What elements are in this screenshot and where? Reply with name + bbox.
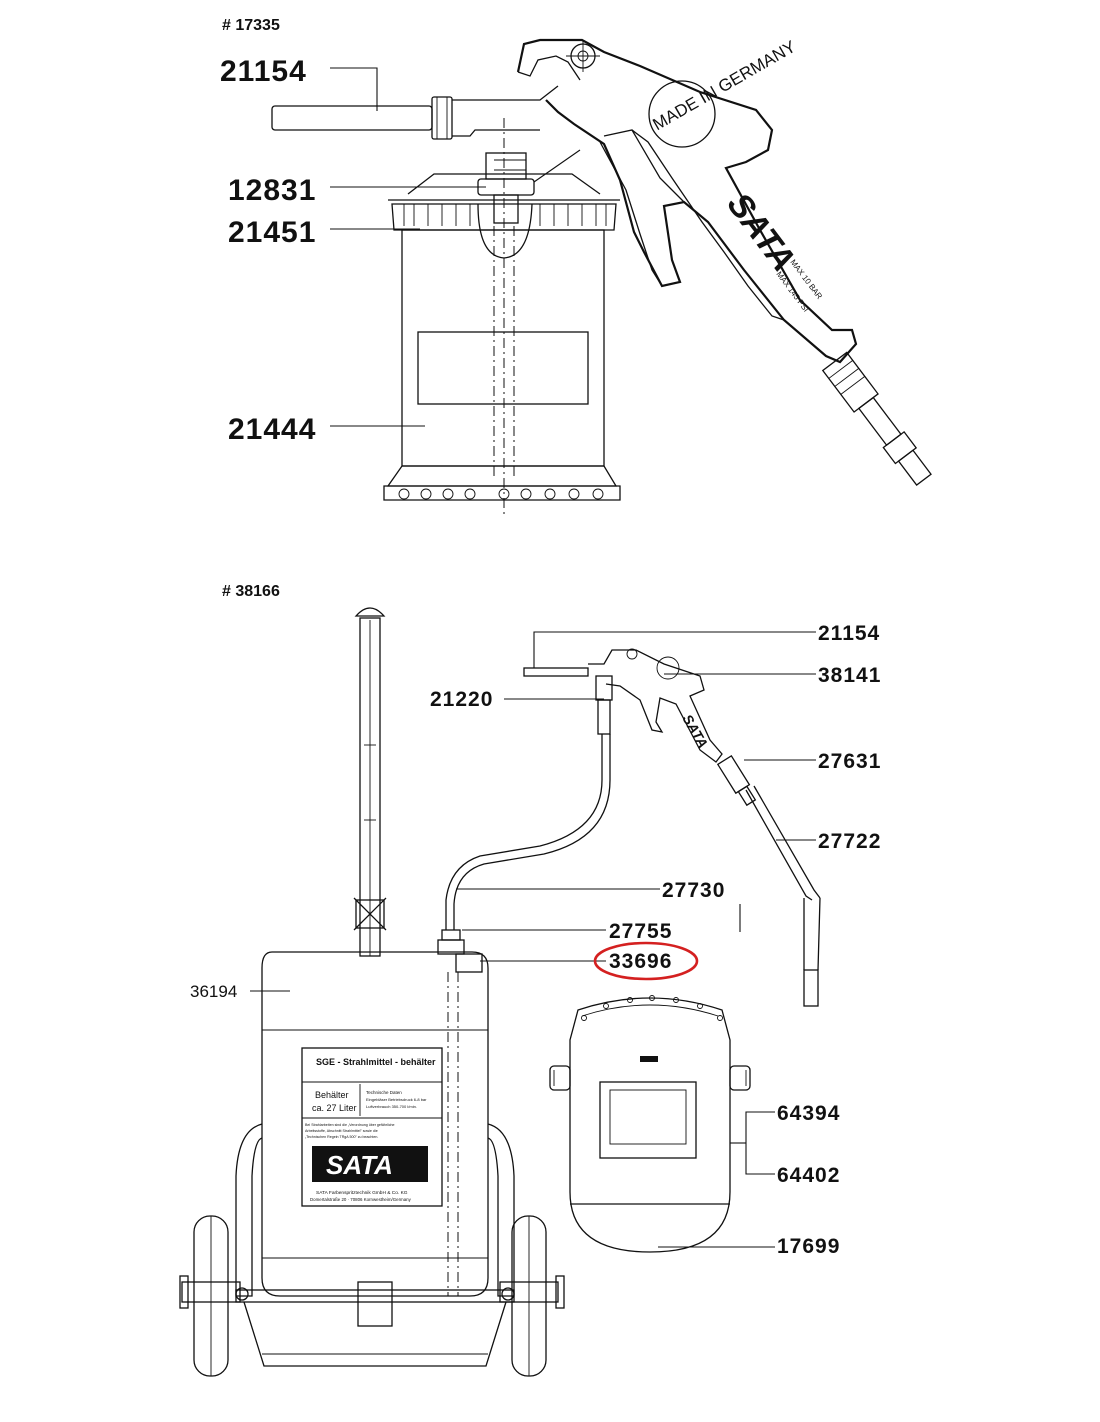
hose-fitting <box>437 929 483 973</box>
base-ribs <box>398 488 604 500</box>
cart-wheel-right <box>499 1215 565 1377</box>
cart-handle <box>353 607 387 957</box>
container-nut <box>477 149 581 224</box>
label-warning-3: „Technischen Regeln TRgA 500" zu beachte… <box>305 1135 378 1139</box>
label-warning-2: Arbeitsstoffe, Abschnitt Strahlmittel" s… <box>305 1129 378 1133</box>
part-label-38141: 38141 <box>818 664 881 687</box>
part-label-21444: 21444 <box>228 413 316 446</box>
label-warning-1: Bei Strahlarbeiten sind die „Verordnung … <box>305 1123 395 1127</box>
part-label-17699: 17699 <box>777 1235 840 1258</box>
blast-hose <box>445 734 611 930</box>
part-label-21451: 21451 <box>228 216 316 249</box>
assembly-number-38166: # 38166 <box>222 583 280 600</box>
assembly-number-17335: # 17335 <box>222 17 280 34</box>
leader-21154 <box>330 67 378 111</box>
label-capacity-2: ca. 27 Liter <box>312 1103 357 1113</box>
part-label-21154: 21154 <box>220 55 307 88</box>
leader-64394-64402 <box>745 1111 775 1175</box>
part-label-27755: 27755 <box>609 920 672 943</box>
highlight-ring-33696 <box>593 941 699 981</box>
assembly-17335: # 17335 21154 12831 21451 21444 <box>220 17 932 514</box>
container-36194 <box>261 951 489 1297</box>
part-label-64402: 64402 <box>777 1164 840 1187</box>
label-company-2: Domertalstraße 20 · 70806 Kornwestheim/G… <box>310 1197 412 1202</box>
container-21444 <box>383 118 621 514</box>
part-label-12831: 12831 <box>228 174 316 207</box>
cart-wheel-left <box>179 1215 241 1377</box>
label-title: SGE - Strahlmittel - behälter <box>316 1057 436 1067</box>
part-label-33696: 33696 <box>609 950 672 973</box>
part-label-36194: 36194 <box>190 982 237 1001</box>
suction-tube <box>271 85 559 140</box>
cart-frame <box>235 1123 515 1367</box>
part-label-27722: 27722 <box>818 830 881 853</box>
part-label-27730: 27730 <box>662 879 725 902</box>
protective-hood <box>549 995 751 1253</box>
label-capacity-1: Behälter <box>315 1090 349 1100</box>
assembly-38166: # 38166 21154 38141 21220 27631 27722 27… <box>179 583 881 1377</box>
label-tech-2: Luftverbrauch 350-700 l/min. <box>366 1104 417 1109</box>
part-label-21154: 21154 <box>818 622 880 645</box>
stamp-text: MADE IN GERMANY <box>650 37 799 134</box>
label-brand-box <box>312 1146 428 1182</box>
label-company-1: SATA Farbenspritztechnik GmbH & Co. KG <box>316 1190 408 1196</box>
part-label-21220: 21220 <box>430 688 493 711</box>
part-label-27631: 27631 <box>818 750 881 773</box>
label-tech-1: Eingebläser Betriebsdruck 6-8 bar <box>366 1097 427 1102</box>
leader-21154-b <box>533 631 816 668</box>
label-tech-heading: Technische Daten <box>366 1090 402 1095</box>
container-label-plate: SGE - Strahlmittel - behälter Behälter c… <box>301 1047 443 1207</box>
spray-gun-body: MADE IN GERMANY SATA MAX 10 BAR MAX 145 … <box>516 37 932 486</box>
part-label-64394: 64394 <box>777 1102 840 1125</box>
label-brand: SATA <box>326 1150 393 1180</box>
